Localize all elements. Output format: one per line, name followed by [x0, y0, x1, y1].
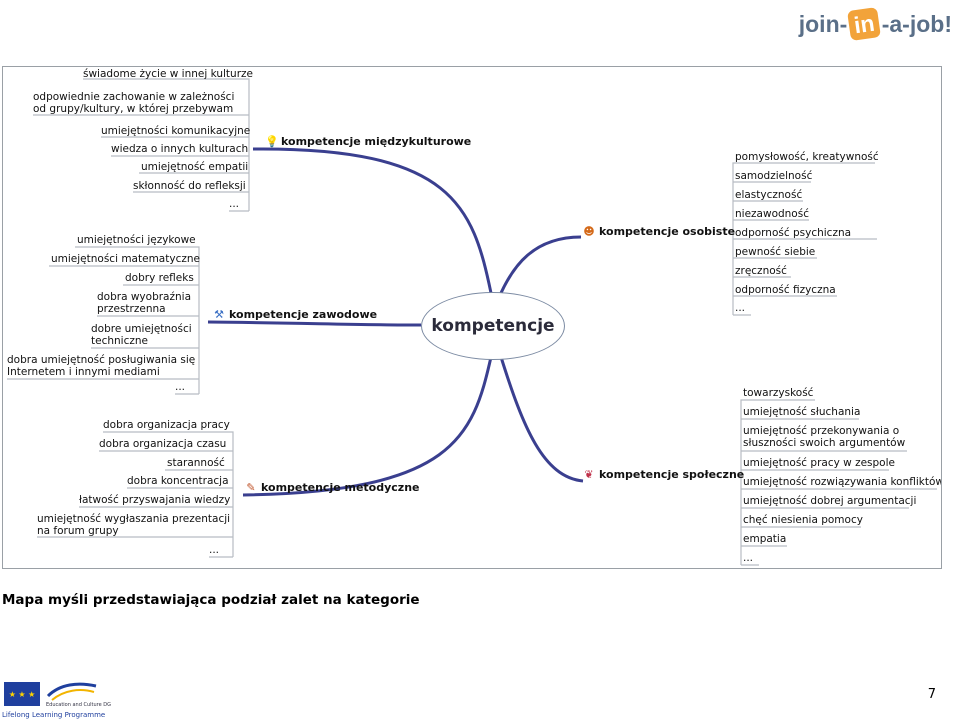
- list-item: skłonność do refleksji: [133, 180, 246, 192]
- branch-label: kompetencje zawodowe: [229, 308, 378, 321]
- list-item: empatia: [743, 533, 787, 545]
- list-item: odporność psychiczna: [735, 227, 852, 239]
- list-item: umiejętność pracy w zespole: [743, 457, 895, 469]
- branch-label: kompetencje osobiste: [599, 225, 736, 238]
- list-item: ...: [229, 198, 240, 210]
- branch-curve-professional: [207, 320, 422, 327]
- branch-personal: ☻ kompetencje osobiste: [583, 225, 735, 238]
- branch-social: ❦ kompetencje społeczne: [583, 468, 744, 481]
- list-item: umiejętność wygłaszania prezentacji na f…: [37, 513, 231, 537]
- logo-text-join: join-: [798, 10, 848, 37]
- list-item: umiejętność dobrej argumentacji: [743, 495, 917, 507]
- list-item: dobra wyobraźnia przestrzenna: [97, 291, 192, 315]
- list-item: ...: [735, 302, 746, 314]
- list-item: świadome życie w innej kulturze: [83, 68, 253, 80]
- list-item: ...: [209, 544, 220, 556]
- education-culture-label: Education and Culture DG: [46, 702, 111, 708]
- list-item: umiejętność słuchania: [743, 406, 861, 418]
- main-branches: [207, 147, 584, 497]
- list-item: umiejętność przekonywania o słuszności s…: [743, 425, 906, 449]
- branch-curve-personal: [499, 235, 582, 294]
- programme-label: Lifelong Learning Programme: [2, 711, 106, 719]
- list-item: wiedza o innych kulturach: [111, 143, 249, 155]
- list-item: dobre umiejętności techniczne: [91, 323, 192, 347]
- branch-curve-social: [499, 356, 584, 483]
- tools-icon: ⚒: [214, 307, 224, 321]
- people-icon: ❦: [584, 467, 594, 481]
- education-culture-logo: [46, 682, 97, 701]
- list-item: ...: [743, 552, 754, 564]
- list-item: dobra koncentracja: [127, 475, 229, 487]
- center-node: kompetencje: [421, 292, 565, 360]
- branch-professional: ⚒ kompetencje zawodowe: [213, 308, 377, 321]
- list-item: umiejętności komunikacyjne: [101, 125, 251, 137]
- mind-map: kompetencje 💡 kompetencje międzykulturow…: [2, 66, 942, 569]
- list-item: dobry refleks: [125, 272, 194, 284]
- list-item: umiejętność empatii: [141, 161, 249, 173]
- list-item: pomysłowość, kreatywność: [735, 151, 879, 163]
- branch-methodical: ✎ kompetencje metodyczne: [245, 480, 420, 494]
- mind-map-connectors: [7, 78, 937, 566]
- list-item: pewność siebie: [735, 246, 816, 258]
- list-item: elastyczność: [735, 189, 803, 201]
- pencil-icon: ✎: [246, 480, 256, 494]
- list-item: dobra organizacja pracy: [103, 419, 230, 431]
- list-item: staranność: [167, 457, 225, 469]
- list-item: towarzyskość: [743, 387, 814, 399]
- branch-intercultural: 💡 kompetencje międzykulturowe: [265, 135, 471, 148]
- figure-caption: Mapa myśli przedstawiająca podział zalet…: [2, 592, 420, 608]
- logo-text-job: -a-job!: [881, 10, 952, 37]
- logo-text-in: in: [847, 7, 882, 41]
- branch-curve-intercultural: [252, 147, 493, 294]
- lightbulb-icon: 💡: [265, 134, 279, 148]
- list-item: umiejętności matematyczne: [51, 253, 200, 265]
- branch-label: kompetencje międzykulturowe: [281, 135, 472, 148]
- leaf-connectors: [7, 78, 937, 566]
- branch-label: kompetencje metodyczne: [261, 481, 420, 494]
- list-item: łatwość przyswajania wiedzy: [79, 494, 231, 506]
- list-item: ...: [175, 381, 186, 393]
- join-in-a-job-logo: join-in-a-job!: [799, 6, 952, 42]
- page-number: 7: [927, 687, 936, 702]
- list-item: dobra organizacja czasu: [99, 438, 227, 450]
- branch-label: kompetencje społeczne: [599, 468, 745, 481]
- list-item: zręczność: [735, 265, 787, 277]
- list-item: chęć niesienia pomocy: [743, 514, 863, 526]
- eu-flag-icon: ★ ★ ★: [4, 682, 40, 706]
- list-item: odporność fizyczna: [735, 284, 836, 296]
- list-item: umiejętności językowe: [77, 234, 196, 246]
- list-item: samodzielność: [735, 170, 813, 182]
- list-item: umiejętność rozwiązywania konfliktów: [743, 476, 942, 488]
- list-item: odpowiednie zachowanie w zależności od g…: [33, 91, 235, 115]
- list-item: dobra umiejętność posługiwania się Inter…: [7, 354, 196, 378]
- branch-curve-methodical: [242, 356, 493, 497]
- list-item: niezawodność: [735, 208, 809, 220]
- person-icon: ☻: [583, 224, 595, 238]
